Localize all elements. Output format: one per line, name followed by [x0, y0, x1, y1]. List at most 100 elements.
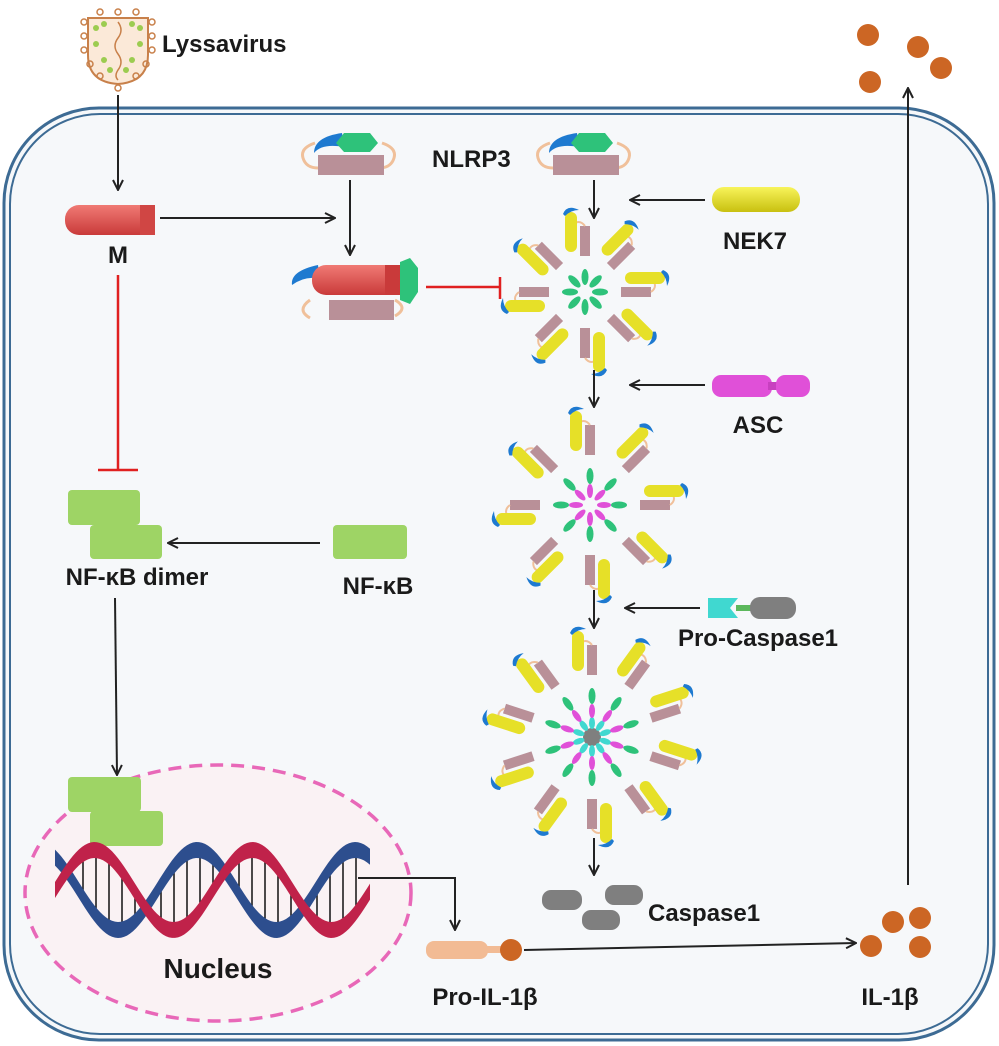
virus-spike — [80, 32, 88, 40]
label-caspase1: Caspase1 — [648, 900, 760, 927]
il1b-icon — [860, 907, 931, 958]
oligomer-subunit — [587, 745, 614, 848]
oligomer-subunit — [597, 483, 689, 510]
virus-particle-dot — [137, 25, 143, 31]
nek7-icon — [712, 187, 800, 212]
virus-spike — [148, 32, 156, 40]
virus-spike — [80, 46, 88, 54]
asc-domain — [597, 502, 611, 508]
nacht-domain — [533, 784, 560, 815]
nacht-domain — [606, 313, 636, 343]
caspase-card — [572, 737, 585, 745]
nacht-domain — [519, 287, 549, 297]
asc-domain — [560, 725, 574, 733]
lrr-domain — [486, 713, 526, 735]
pyd-domain — [588, 770, 596, 786]
virus-spike — [96, 72, 104, 80]
lyssavirus-icon — [80, 8, 156, 92]
lrr-domain — [625, 272, 665, 284]
lrr-domain — [639, 781, 669, 816]
caspase-card — [599, 729, 612, 737]
virus-spike — [114, 84, 122, 92]
asc-domain — [587, 484, 593, 498]
nlrp3-nacht — [553, 155, 619, 175]
pyd-domain — [611, 501, 627, 509]
asc-domain — [560, 741, 574, 749]
nacht-domain — [529, 536, 559, 566]
pyd-domain — [562, 697, 574, 711]
lrr-domain — [511, 446, 544, 479]
nlrp3-asc-oligomer — [491, 406, 689, 604]
lrr-domain — [593, 332, 605, 372]
lrr-cap — [660, 807, 672, 821]
nacht-domain — [606, 241, 636, 271]
nlrp3-lrr-cap — [314, 133, 344, 153]
lrr-domain — [616, 426, 649, 459]
nacht-domain — [580, 226, 590, 256]
oligomer-subunit — [526, 509, 586, 587]
label-nucleus: Nucleus — [164, 953, 273, 984]
pyd-domain — [563, 478, 576, 491]
pyd-domain — [586, 468, 594, 484]
lrr-cap — [512, 653, 524, 667]
pyd-domain — [562, 288, 578, 296]
asc-domain — [571, 752, 582, 764]
lrr-cap — [647, 331, 657, 346]
nacht-domain — [587, 645, 597, 675]
pyd-domain — [589, 275, 602, 288]
oligomer-subunit — [594, 423, 654, 501]
nlrp3-loop — [301, 141, 396, 170]
lrr-domain — [636, 531, 669, 564]
m-nlrp3-complex-icon — [291, 258, 418, 320]
label-nlrp3: NLRP3 — [432, 146, 511, 173]
lrr-cap — [570, 626, 586, 635]
caspase-core — [583, 728, 601, 746]
nacht-domain — [502, 703, 535, 723]
nacht-domain — [649, 751, 682, 771]
label-nek7: NEK7 — [723, 228, 787, 255]
virus-spike — [96, 8, 104, 16]
pyd-domain — [563, 519, 576, 532]
virus-spike — [86, 60, 94, 68]
nacht-domain — [624, 784, 651, 815]
oligomer-subunit — [599, 737, 702, 771]
nfkb-icon — [333, 525, 407, 559]
caspase-card — [599, 737, 612, 745]
caspase-card — [579, 720, 589, 731]
nacht-domain — [502, 751, 535, 771]
lrr-cap — [490, 776, 502, 791]
secreted-il1b-icon — [857, 24, 952, 93]
label-nfkb: NF-κB — [343, 573, 414, 600]
lrr-cap — [682, 683, 694, 698]
virus-particle-dot — [137, 41, 143, 47]
lrr-cap — [482, 709, 489, 726]
pyd-domain — [604, 519, 617, 532]
caspase-card — [589, 717, 595, 729]
oligomer-subunit — [491, 500, 583, 527]
nacht-domain — [585, 425, 595, 455]
nlrp3-loop — [536, 141, 631, 170]
lrr-domain — [601, 223, 634, 256]
oligomer-subunit — [592, 270, 670, 297]
asc-domain — [574, 509, 586, 521]
nlrp3-pyd — [336, 133, 378, 152]
lrr-domain — [644, 485, 684, 497]
lrr-cap — [639, 423, 654, 433]
pyd-domain — [589, 296, 602, 309]
lrr-cap — [635, 638, 651, 647]
lrr-domain — [538, 797, 568, 833]
lrr-cap — [695, 748, 702, 765]
asc-domain — [594, 489, 606, 501]
virus-particle-dot — [93, 41, 99, 47]
oligomer-subunit — [568, 406, 595, 498]
virus-spike — [148, 46, 156, 54]
asc-domain — [610, 741, 624, 749]
oligomer-subunit — [513, 238, 581, 288]
m-protein-icon-end — [140, 205, 155, 235]
lrr-cap — [624, 220, 639, 230]
asc-domain — [602, 752, 613, 764]
lrr-cap — [526, 577, 541, 587]
pyd-domain — [623, 720, 639, 729]
asc-domain — [589, 704, 595, 718]
nlrp3-pyd — [571, 133, 613, 152]
